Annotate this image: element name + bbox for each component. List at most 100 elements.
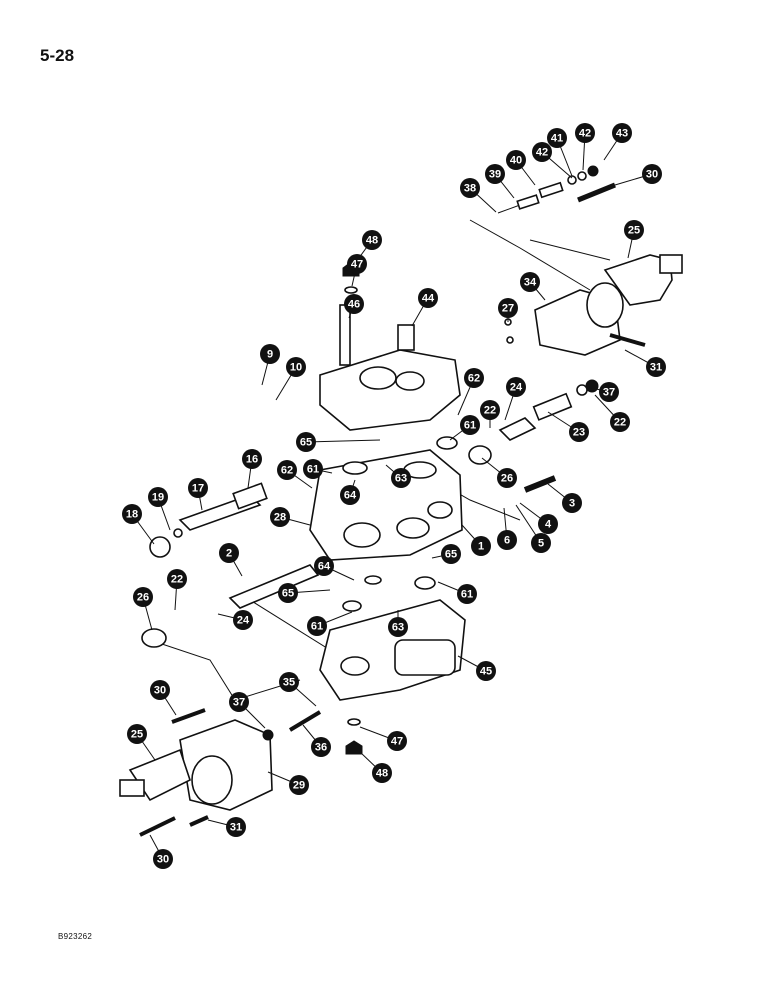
callout-label: 6 [504,535,510,547]
o-rings [141,436,492,648]
callout-65: 65 [278,583,298,603]
callout-label: 44 [422,293,435,305]
callout-balloon [167,569,187,589]
callout-label: 16 [246,454,258,466]
callout-balloon [391,468,411,488]
callout-label: 31 [230,822,242,834]
callout-balloon [460,178,480,198]
callout-balloon [362,230,382,250]
callout-balloon [340,485,360,505]
callout-label: 38 [464,183,476,195]
callout-balloon [562,493,582,513]
callout-22: 22 [480,400,500,420]
callout-22: 22 [610,412,630,432]
callout-46: 46 [344,294,364,314]
callout-balloon [387,731,407,751]
callout-31: 31 [646,357,666,377]
figure-code: B923262 [58,932,93,941]
callout-64: 64 [314,556,334,576]
callout-balloon [229,692,249,712]
callout-40: 40 [506,150,526,170]
callout-30: 30 [642,164,662,184]
callout-label: 61 [464,420,476,432]
callout-22: 22 [167,569,187,589]
callout-64: 64 [340,485,360,505]
callout-balloon [506,377,526,397]
callout-37: 37 [229,692,249,712]
callout-61: 61 [307,616,327,636]
callout-balloon [547,128,567,148]
callout-label: 25 [628,225,640,237]
callout-30: 30 [153,849,173,869]
callout-balloon [270,507,290,527]
callout-balloon [289,775,309,795]
callout-42: 42 [532,142,552,162]
callout-label: 22 [171,574,183,586]
callout-balloon [569,422,589,442]
callout-balloon [480,400,500,420]
callout-balloon [296,432,316,452]
callout-label: 28 [274,512,286,524]
callout-65: 65 [441,544,461,564]
callout-16: 16 [242,449,262,469]
callout-balloon [153,849,173,869]
callout-39: 39 [485,164,505,184]
callout-balloon [388,617,408,637]
callout-45: 45 [476,661,496,681]
callout-label: 61 [307,464,319,476]
callout-balloon [148,487,168,507]
callout-balloon [127,724,147,744]
callout-label: 3 [569,498,575,510]
callout-label: 29 [293,780,305,792]
callout-label: 61 [311,621,323,633]
callout-label: 4 [545,519,552,531]
callout-label: 22 [614,417,626,429]
callout-balloon [532,142,552,162]
callout-balloon [286,357,306,377]
top-right-parts [497,165,616,214]
callout-balloon [538,514,558,534]
bottom-block [319,599,466,755]
callout-label: 48 [376,768,388,780]
callout-47: 47 [387,731,407,751]
callout-balloon [226,817,246,837]
callout-36: 36 [311,737,331,757]
callout-5: 5 [531,533,551,553]
callout-balloon [372,763,392,783]
callout-label: 65 [445,549,457,561]
callout-label: 45 [480,666,492,678]
callout-balloon [485,164,505,184]
callout-62: 62 [277,460,297,480]
callout-41: 41 [547,128,567,148]
callout-label: 18 [126,509,138,521]
callout-label: 30 [154,685,166,697]
callout-balloon [347,254,367,274]
callout-43: 43 [612,123,632,143]
callout-label: 17 [192,483,204,495]
callout-balloon [646,357,666,377]
callout-balloon [471,536,491,556]
callout-label: 27 [502,303,514,315]
callout-label: 63 [392,622,404,634]
callout-9: 9 [260,344,280,364]
callout-label: 24 [510,382,523,394]
callout-balloon [506,150,526,170]
callout-17: 17 [188,478,208,498]
callout-label: 65 [300,437,312,449]
callout-6: 6 [497,530,517,550]
callout-balloon [277,460,297,480]
callout-balloon [476,661,496,681]
callout-balloon [314,556,334,576]
top-block [319,261,461,431]
left-spool [149,482,320,609]
callout-label: 25 [131,729,143,741]
callout-label: 34 [524,277,537,289]
callout-label: 1 [478,541,484,553]
callout-63: 63 [388,617,408,637]
right-spool [498,379,599,493]
callout-label: 22 [484,405,496,417]
callout-balloon [122,504,142,524]
callout-balloon [520,272,540,292]
callout-3: 3 [562,493,582,513]
